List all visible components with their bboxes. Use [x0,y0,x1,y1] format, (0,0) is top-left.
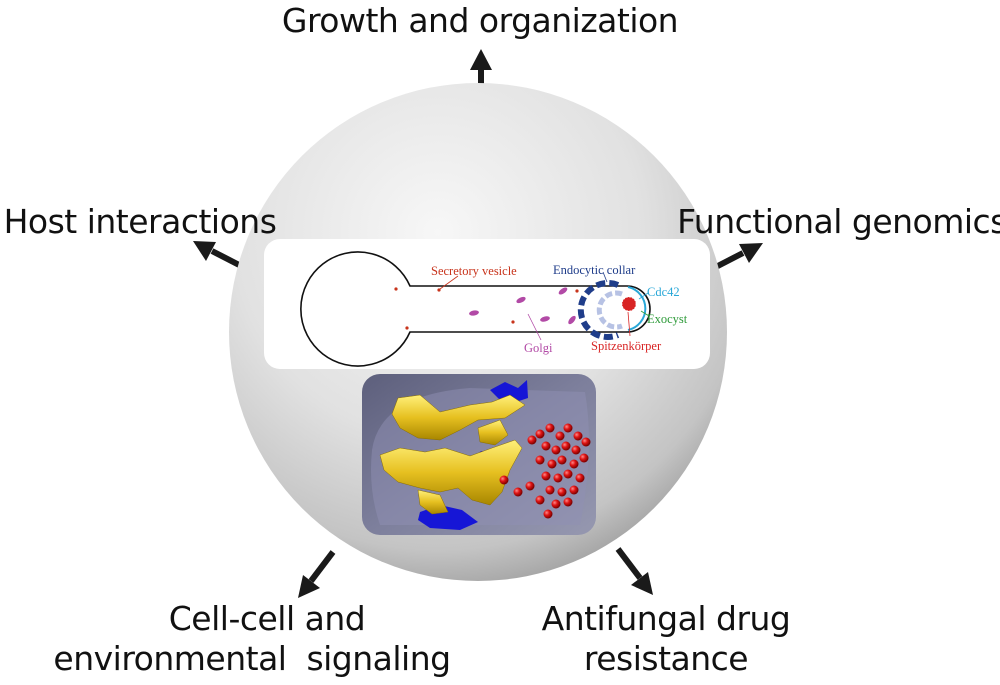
label-spitzenkorper: Spitzenkörper [591,339,662,353]
label-growth-and-organization: Growth and organization [282,1,678,40]
arrow-left [193,241,247,271]
label-exocyst: Exocyst [647,312,688,326]
arrow-bottom-left [298,550,336,598]
label-secretory-vesicle: Secretory vesicle [431,264,517,278]
spitzenkorper-cluster [621,296,637,312]
label-functional-genomics: Functional genomics [677,202,1000,241]
label-antifungal-drug-line2: resistance [584,639,748,678]
label-cell-cell-signaling-line2: environmental signaling [53,639,450,678]
label-host-interactions: Host interactions [4,202,277,241]
hyphal-cell-schematic: Secretory vesicle Endocytic collar Cdc42… [264,239,710,369]
label-antifungal-drug-line1: Antifungal drug [542,599,791,638]
endocytic-collar [577,280,623,340]
label-endocytic-collar: Endocytic collar [553,263,636,277]
red-vesicle-cluster [499,423,591,519]
arrow-bottom-right [615,547,653,595]
hypha-outline [300,251,651,367]
golgi-bodies [469,287,576,325]
label-golgi: Golgi [524,341,553,355]
yellow-membranes [379,394,526,515]
tomography-reconstruction-image [362,374,596,535]
label-cdc42: Cdc42 [647,285,680,299]
label-cell-cell-signaling-line1: Cell-cell and [169,599,365,638]
